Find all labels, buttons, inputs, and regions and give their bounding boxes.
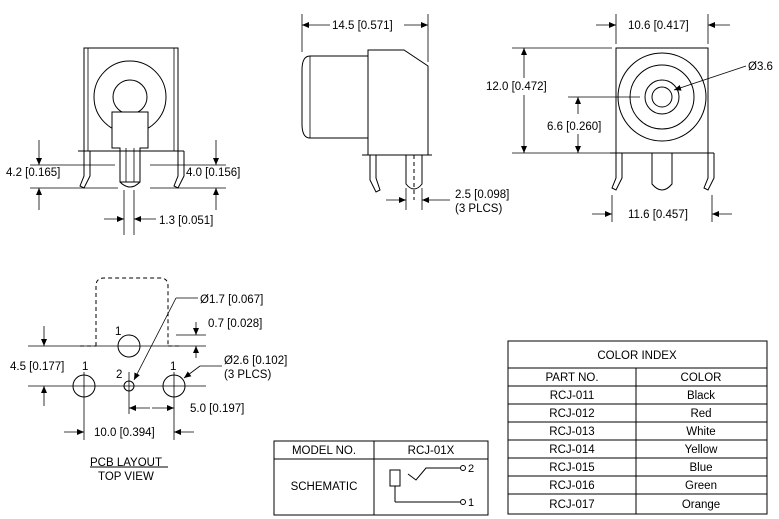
side-view — [301, 14, 450, 210]
pcb-dia-2-6: Ø2.6 [0.102] — [224, 355, 287, 367]
front-view — [30, 47, 226, 235]
dim-10-6: 10.6 [0.417] — [628, 20, 689, 32]
jack-contact-symbol — [389, 469, 401, 487]
schematic-label: SCHEMATIC — [291, 481, 358, 493]
pcb-dim-0-7: 0.7 [0.028] — [208, 318, 262, 330]
pcb-pin-1-right: 1 — [170, 361, 176, 373]
pcb-layout — [28, 277, 222, 468]
pcb-pin-1-top: 1 — [115, 326, 121, 338]
pcb-subtitle: TOP VIEW — [98, 471, 154, 483]
dim-11-6: 11.6 [0.457] — [628, 209, 688, 221]
schematic-pin-2: 2 — [468, 463, 474, 475]
row-color: White — [686, 426, 715, 438]
row-color: Blue — [689, 462, 712, 474]
color-index-title: COLOR INDEX — [597, 350, 677, 362]
row-color: Red — [690, 408, 711, 420]
dim-14-5: 14.5 [0.571] — [332, 20, 393, 32]
dim-4-0: 4.0 [0.156] — [186, 167, 240, 179]
dim-2-5: 2.5 [0.098] — [455, 189, 509, 201]
row-part: RCJ-014 — [549, 444, 595, 456]
pcb-pin-2: 2 — [116, 369, 122, 381]
row-part: RCJ-011 — [550, 390, 595, 402]
row-part: RCJ-015 — [549, 462, 594, 474]
dim-1-3: 1.3 [0.051] — [159, 215, 213, 227]
color-index-table — [507, 340, 768, 515]
dim-2-5-plcs: (3 PLCS) — [455, 203, 502, 215]
row-color: Orange — [682, 499, 720, 511]
model-table — [273, 440, 489, 516]
row-color: Green — [685, 480, 717, 492]
pcb-dia-1-7: Ø1.7 [0.067] — [200, 294, 263, 306]
pcb-dim-5-0: 5.0 [0.197] — [190, 403, 244, 415]
col-header-color: COLOR — [681, 372, 722, 384]
rear-view — [512, 14, 747, 222]
dim-6-6: 6.6 [0.260] — [547, 121, 601, 133]
color-rows: RCJ-011 Black RCJ-012 Red RCJ-013 White … — [549, 390, 720, 511]
row-part: RCJ-016 — [549, 480, 594, 492]
schematic-pin-1: 1 — [468, 497, 474, 509]
pcb-title: PCB LAYOUT — [90, 457, 162, 469]
dim-4-2: 4.2 [0.165] — [6, 167, 60, 179]
pcb-pin-1-left: 1 — [82, 361, 88, 373]
row-color: Black — [687, 390, 715, 402]
row-part: RCJ-017 — [549, 499, 594, 511]
pcb-dim-10-0: 10.0 [0.394] — [94, 427, 155, 439]
row-part: RCJ-012 — [549, 408, 594, 420]
pcb-dia-2-6-plcs: (3 PLCS) — [224, 369, 271, 381]
row-part: RCJ-013 — [549, 426, 594, 438]
model-header-label: MODEL NO. — [292, 445, 356, 457]
dim-dia-3-6: Ø3.6 — [748, 61, 773, 73]
col-header-part: PART NO. — [545, 372, 598, 384]
pcb-dim-4-5: 4.5 [0.177] — [10, 361, 64, 373]
model-header-value: RCJ-01X — [408, 445, 455, 457]
dim-12-0: 12.0 [0.472] — [486, 81, 547, 93]
row-color: Yellow — [685, 444, 719, 456]
